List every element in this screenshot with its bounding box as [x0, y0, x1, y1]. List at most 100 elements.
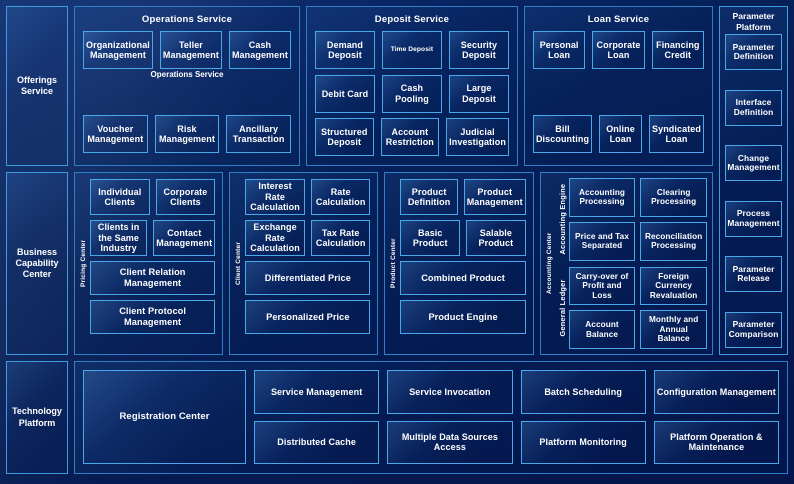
box-batch-scheduling[interactable]: Batch Scheduling [520, 370, 646, 414]
capability-panel-1-body: Individual Clients Corporate Clients Cli… [90, 179, 216, 348]
box-corporate-loan[interactable]: Corporate Loan [592, 31, 645, 69]
parameter-platform-title: Parameter Platform [732, 11, 775, 32]
box-structured-deposit[interactable]: Structured Deposit [314, 118, 374, 157]
box-large-deposit[interactable]: Large Deposit [448, 74, 509, 113]
box-tax-rate-calculation[interactable]: Tax Rate Calculation [310, 220, 371, 256]
offerings-service-row: Offerings Service Operations Service Org… [6, 6, 788, 166]
box-clearing-processing[interactable]: Clearing Processing [640, 178, 707, 217]
panel-side-label-client-center: Client Center [235, 241, 243, 286]
box-clients-in-the-same-industry[interactable]: Clients in the Same Industry [90, 220, 148, 256]
panel-side-label-pricing-center: Pricing Center [80, 239, 87, 288]
panel-1-pair-2: Clients in the Same Industry Contact Man… [90, 220, 216, 256]
block-side-label-accounting-engine: Accounting Engine [557, 183, 567, 255]
box-syndicated-loan[interactable]: Syndicated Loan [648, 115, 704, 153]
box-foreign-currency-revaluation[interactable]: Foreign Currency Revaluation [640, 266, 707, 306]
business-capability-center-row: Business Capability Center Pricing Cente… [6, 172, 788, 355]
box-service-invocation[interactable]: Service Invocation [387, 370, 513, 414]
technology-items-grid: Service Management Service Invocation Ba… [254, 370, 779, 464]
box-contact-management[interactable]: Contact Management [153, 220, 216, 256]
box-bill-discounting[interactable]: Bill Discounting [532, 115, 593, 153]
service-panel-operations: Operations Service Organizational Manage… [74, 6, 300, 166]
box-cash-pooling[interactable]: Cash Pooling [381, 74, 442, 113]
box-process-management[interactable]: Process Management [725, 200, 782, 237]
box-parameter-comparison[interactable]: Parameter Comparison [725, 311, 782, 348]
box-client-protocol-management[interactable]: Client Protocol Management [90, 300, 216, 334]
capability-panel-2: Client Center Interest Rate Calculation … [229, 172, 379, 355]
box-multiple-data-sources-access[interactable]: Multiple Data Sources Access [387, 420, 513, 464]
capability-panel-2-body: Interest Rate Calculation Rate Calculati… [245, 179, 371, 348]
box-interest-rate-calculation[interactable]: Interest Rate Calculation [245, 179, 305, 215]
panel-3-pair-1: Product Definition Product Management [400, 179, 526, 215]
box-basic-product[interactable]: Basic Product [400, 220, 461, 256]
box-organizational-management[interactable]: Organizational Management [83, 31, 153, 69]
operations-row-2: Voucher Management Risk Management Ancil… [83, 115, 291, 153]
box-account-restriction[interactable]: Account Restriction [380, 118, 440, 157]
capability-panel-3: Product Center Product Definition Produc… [384, 172, 534, 355]
box-monthly-and-annual-balance[interactable]: Monthly and Annual Balance [640, 310, 707, 349]
panel-2-pair-1: Interest Rate Calculation Rate Calculati… [245, 179, 371, 215]
box-online-loan[interactable]: Online Loan [599, 115, 642, 153]
box-salable-product[interactable]: Salable Product [466, 220, 526, 256]
box-judicial-investigation[interactable]: Judicial Investigation [446, 118, 509, 157]
box-accounting-processing[interactable]: Accounting Processing [568, 178, 636, 217]
loan-service-body: Personal Loan Corporate Loan Financing C… [532, 31, 704, 157]
box-risk-management[interactable]: Risk Management [154, 115, 220, 153]
box-price-and-tax-separated[interactable]: Price and Tax Separated [568, 221, 636, 261]
panel-1-pair-1: Individual Clients Corporate Clients [90, 179, 216, 215]
box-personalized-price[interactable]: Personalized Price [245, 300, 371, 334]
box-distributed-cache[interactable]: Distributed Cache [254, 420, 380, 464]
operations-service-duplicate-label: Operations Service [150, 70, 224, 79]
box-parameter-release[interactable]: Parameter Release [725, 256, 782, 293]
spine-business-capability-center[interactable]: Business Capability Center [6, 172, 68, 355]
box-demand-deposit[interactable]: Demand Deposit [314, 31, 375, 69]
box-debit-card[interactable]: Debit Card [314, 74, 375, 113]
operations-service-body: Organizational Management Teller Managem… [83, 31, 291, 157]
box-client-relation-management[interactable]: Client Relation Management [90, 261, 216, 295]
spine-technology-platform[interactable]: Technology Platform [6, 361, 68, 474]
box-product-engine[interactable]: Product Engine [400, 300, 526, 334]
deposit-row-1: Demand Deposit Time Deposit Security Dep… [314, 31, 509, 70]
box-service-management[interactable]: Service Management [254, 370, 380, 414]
box-security-deposit[interactable]: Security Deposit [448, 31, 509, 69]
service-panel-deposit: Deposit Service Demand Deposit Time Depo… [305, 6, 518, 166]
general-ledger-block: General Ledger Carry-over of Profit and … [556, 266, 707, 349]
section-title-loan-service: Loan Service [587, 14, 650, 25]
box-account-balance[interactable]: Account Balance [568, 310, 636, 349]
box-exchange-rate-calculation[interactable]: Exchange Rate Calculation [245, 220, 305, 256]
accounting-center-body: Accounting Engine Accounting Processing … [556, 178, 707, 349]
box-teller-management[interactable]: Teller Management [159, 31, 222, 69]
panel-side-label-product-center: Product Center [390, 238, 398, 289]
box-parameter-definition[interactable]: Parameter Definition [725, 34, 782, 71]
loan-row-2: Bill Discounting Online Loan Syndicated … [532, 115, 704, 155]
box-ancillary-transaction[interactable]: Ancillary Transaction [226, 115, 291, 153]
box-cash-management[interactable]: Cash Management [228, 31, 291, 69]
panel-3-pair-2: Basic Product Salable Product [400, 220, 526, 256]
box-differentiated-price[interactable]: Differentiated Price [245, 261, 371, 295]
box-rate-calculation[interactable]: Rate Calculation [310, 179, 371, 215]
box-reconciliation-processing[interactable]: Reconciliation Processing [640, 221, 707, 261]
box-combined-product[interactable]: Combined Product [400, 261, 526, 295]
box-configuration-management[interactable]: Configuration Management [653, 370, 779, 414]
box-financing-credit[interactable]: Financing Credit [651, 31, 704, 69]
box-product-definition[interactable]: Product Definition [400, 179, 458, 215]
box-individual-clients[interactable]: Individual Clients [90, 179, 150, 215]
operations-spacer [83, 81, 291, 115]
box-corporate-clients[interactable]: Corporate Clients [155, 179, 216, 215]
technology-platform-panel: Registration Center Service Management S… [74, 361, 788, 474]
box-platform-operation-and-maintenance[interactable]: Platform Operation & Maintenance [653, 420, 779, 464]
box-interface-definition[interactable]: Interface Definition [725, 89, 782, 126]
spine-offerings-service[interactable]: Offerings Service [6, 6, 68, 166]
box-personal-loan[interactable]: Personal Loan [532, 31, 586, 69]
box-voucher-management[interactable]: Voucher Management [83, 115, 148, 153]
accounting-engine-grid: Accounting Processing Clearing Processin… [568, 178, 707, 261]
box-platform-monitoring[interactable]: Platform Monitoring [520, 420, 646, 464]
box-time-deposit[interactable]: Time Deposit [381, 31, 442, 69]
box-product-management[interactable]: Product Management [463, 179, 526, 215]
block-side-label-general-ledger: General Ledger [557, 279, 567, 337]
box-change-management[interactable]: Change Management [725, 145, 782, 182]
operations-bottom-spacer [83, 153, 291, 157]
parameter-platform-list: Parameter Definition Interface Definitio… [725, 34, 782, 349]
box-carry-over-of-profit-and-loss[interactable]: Carry-over of Profit and Loss [568, 266, 636, 306]
box-registration-center[interactable]: Registration Center [83, 370, 246, 464]
